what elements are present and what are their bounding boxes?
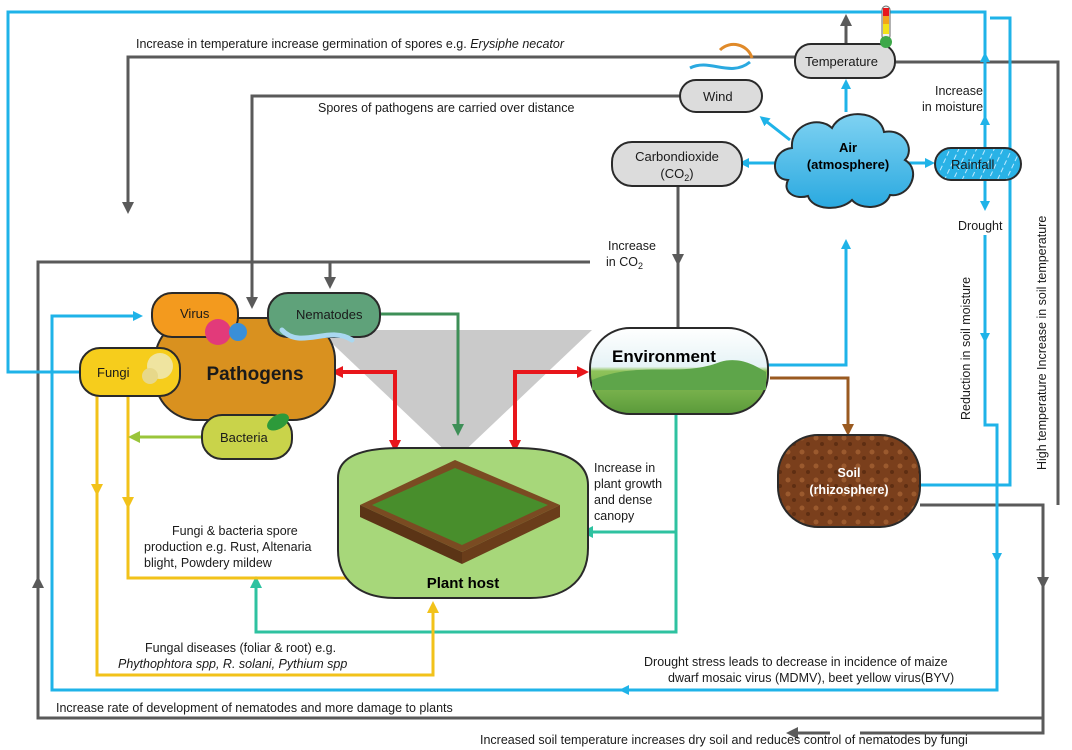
environment-label: Environment [612, 347, 716, 366]
arrow-fungi-to-plant-yellow [126, 395, 372, 584]
bacteria-label: Bacteria [220, 430, 268, 445]
text-labels: Increase in temperature increase germina… [56, 37, 1049, 747]
label-increase-moisture-2: in moisture [922, 100, 983, 114]
label-plant-growth-1: Increase in [594, 461, 655, 475]
fungi-node: Fungi [79, 347, 181, 397]
label-increase-co2-1: Increase [608, 239, 656, 253]
label-soil-temperature-bottom: Increased soil temperature increases dry… [480, 733, 968, 747]
pathogens-node: Pathogens [154, 317, 336, 421]
co2-node: Carbondioxide (CO2) [611, 141, 743, 187]
rainfall-node: Rainfall [934, 147, 1022, 181]
virus-icon [205, 319, 231, 345]
soil-label-2: (rhizosphere) [809, 483, 888, 497]
arrow-nematodes-to-plant [372, 312, 464, 436]
air-label-2: (atmosphere) [807, 157, 889, 172]
arrow-env-to-soil [770, 376, 854, 436]
arrow-temp-to-pathogens [122, 55, 795, 214]
label-drought-stress-2: dwarf mosaic virus (MDMV), beet yellow v… [668, 671, 954, 685]
thermometer-icon [880, 5, 892, 48]
nematodes-node: Nematodes [267, 292, 381, 343]
environment-node: Environment [589, 327, 769, 415]
label-spore-production-3: blight, Powdery mildew [144, 556, 273, 570]
label-fungal-diseases-1: Fungal diseases (foliar & root) e.g. [145, 641, 336, 655]
label-top-temperature: Increase in temperature increase germina… [136, 37, 565, 51]
temperature-label: Temperature [805, 54, 878, 69]
label-spore-production-1: Fungi & bacteria spore [172, 524, 298, 538]
co2-label-1: Carbondioxide [635, 149, 719, 164]
virus-node: Virus [151, 292, 247, 345]
nematode-icon [279, 327, 355, 343]
bacteria-node: Bacteria [201, 413, 293, 460]
air-node: Air (atmosphere) [774, 113, 915, 209]
wind-label: Wind [703, 89, 733, 104]
colored-arrows [91, 312, 854, 677]
arrow-soil-to-temp [915, 16, 1012, 487]
label-plant-growth-4: canopy [594, 509, 635, 523]
label-fungal-diseases-2: Phythophtora spp, R. solani, Pythium spp [118, 657, 347, 671]
interaction-triangle [318, 330, 592, 460]
rainfall-label: Rainfall [951, 157, 994, 172]
soil-node: Soil (rhizosphere) [777, 434, 921, 528]
air-label-1: Air [839, 140, 857, 155]
wind-icon [689, 60, 751, 70]
label-spores-distance: Spores of pathogens are carried over dis… [318, 101, 574, 115]
wind-node: Wind [679, 42, 763, 113]
label-high-temp-soil: High temperature Increase in soil temper… [1035, 216, 1049, 470]
co2-label-2: (CO2) [660, 166, 693, 183]
arrow-temp-right [895, 60, 1060, 505]
arrow-air-to-wind [759, 116, 791, 142]
plant-host-node: Plant host [337, 447, 589, 599]
label-drought-stress-1: Drought stress leads to decrease in inci… [644, 655, 948, 669]
arrow-wind-to-pathogens [246, 94, 680, 309]
label-drought: Drought [958, 219, 1003, 233]
plant-host-label: Plant host [427, 575, 500, 592]
label-increase-co2-2: in CO2 [606, 255, 643, 271]
nematodes-label: Nematodes [296, 307, 363, 322]
label-plant-growth-3: and dense [594, 493, 652, 507]
arrow-env-to-nematodes [36, 260, 1043, 720]
label-plant-growth-2: plant growth [594, 477, 662, 491]
virus-label: Virus [180, 306, 210, 321]
label-spore-production-2: production e.g. Rust, Altenaria [144, 540, 312, 554]
label-increase-moisture-1: Increase [935, 84, 983, 98]
arrow-bottom-grey [860, 585, 1045, 735]
crop-field-icon [360, 460, 560, 564]
blue-arrows [6, 10, 1012, 695]
arrow-env-to-air [760, 239, 851, 367]
pathogens-label: Pathogens [206, 364, 303, 385]
bacteria-icon [267, 413, 289, 431]
arrow-soil-right-down [920, 503, 1049, 589]
temperature-node: Temperature [794, 5, 896, 79]
soil-label-1: Soil [838, 466, 861, 480]
label-reduction-soil-moisture: Reduction in soil moisture [959, 277, 973, 420]
grey-arrows [32, 14, 1060, 739]
fungi-label: Fungi [97, 365, 130, 380]
label-nematode-rate: Increase rate of development of nematode… [56, 701, 453, 715]
